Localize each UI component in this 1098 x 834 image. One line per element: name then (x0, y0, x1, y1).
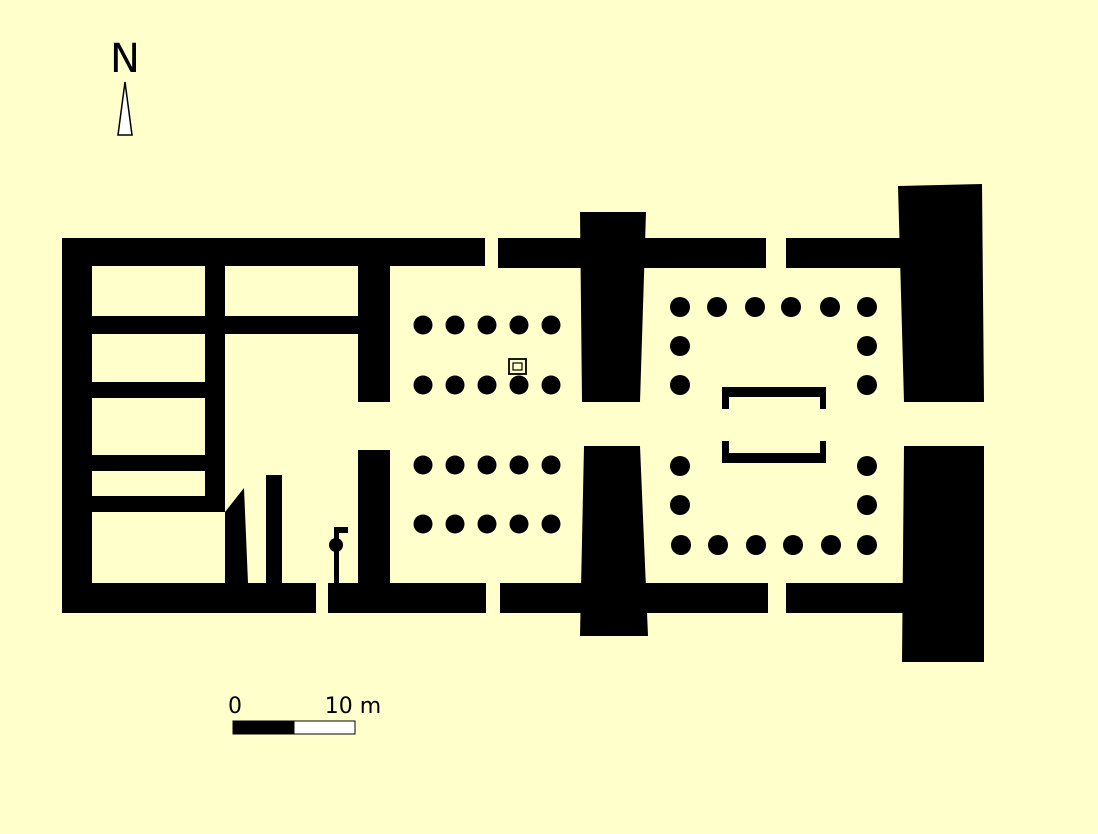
wall-fragment-vertical (266, 475, 282, 583)
column (477, 455, 497, 475)
hypostyle-columns (413, 315, 561, 534)
forecourt-altar-north-edge (722, 387, 826, 409)
column (509, 455, 529, 475)
north-arrow: N (110, 36, 140, 136)
column (670, 297, 690, 317)
column (670, 375, 690, 395)
outer-pylon-north-tower (898, 184, 984, 402)
column (820, 297, 840, 317)
south-wall-west-section (62, 583, 316, 613)
column (746, 535, 766, 555)
column (670, 495, 690, 515)
column (745, 297, 765, 317)
column (413, 455, 433, 475)
column (857, 456, 877, 476)
inner-pylon-north-tower (580, 212, 646, 402)
south-wall-inner-section (328, 583, 486, 613)
wall-fragment-column (329, 538, 343, 552)
column (541, 315, 561, 335)
forecourt-altar-south-edge (722, 441, 826, 463)
walls (62, 184, 984, 662)
column (670, 456, 690, 476)
column (413, 514, 433, 534)
column (413, 375, 433, 395)
north-arrow-icon (117, 81, 133, 136)
west-wall (62, 238, 92, 613)
column (477, 315, 497, 335)
hall-dividing-wall-north (358, 266, 390, 402)
column (857, 336, 877, 356)
column (857, 297, 877, 317)
column (857, 495, 877, 515)
forecourt-columns (670, 297, 877, 555)
scale-bar: 0 10 m (228, 694, 381, 735)
column (541, 514, 561, 534)
chamber-divider-upper (88, 316, 358, 334)
column (413, 315, 433, 335)
wall-fragment-post (334, 533, 339, 588)
inner-pylon-south-tower (580, 446, 648, 636)
column (671, 535, 691, 555)
north-wall-west-section (62, 238, 485, 266)
chamber-divider-lower (88, 455, 208, 471)
chamber-divider-middle (88, 382, 208, 398)
scale-bar-end-label: 10 m (325, 694, 381, 719)
column (857, 535, 877, 555)
scale-bar-start-label: 0 (228, 694, 242, 719)
basin-inner (512, 362, 523, 371)
south-wall-east-section (786, 583, 904, 613)
column (857, 375, 877, 395)
hall-dividing-wall-south (358, 450, 390, 585)
column (541, 455, 561, 475)
column (445, 315, 465, 335)
north-arrow-letter: N (110, 36, 140, 82)
north-wall-east-section (786, 238, 904, 268)
column (707, 297, 727, 317)
column (509, 315, 529, 335)
column (541, 375, 561, 395)
column (445, 375, 465, 395)
column (477, 514, 497, 534)
column (781, 297, 801, 317)
wall-fragment-slanted (225, 488, 248, 583)
column (445, 514, 465, 534)
column (509, 375, 529, 395)
wall-fragment-cap (334, 527, 348, 533)
basin-outer (508, 358, 527, 375)
column (509, 514, 529, 534)
column (670, 336, 690, 356)
hypostyle-basin (508, 358, 527, 375)
column (477, 375, 497, 395)
scale-bar-dark-segment (232, 720, 295, 735)
outer-pylon-south-tower (902, 446, 984, 662)
column (821, 535, 841, 555)
column (708, 535, 728, 555)
chamber-divider-bottom (88, 496, 225, 512)
scale-bar-light-segment (293, 720, 356, 735)
column (783, 535, 803, 555)
column (445, 455, 465, 475)
